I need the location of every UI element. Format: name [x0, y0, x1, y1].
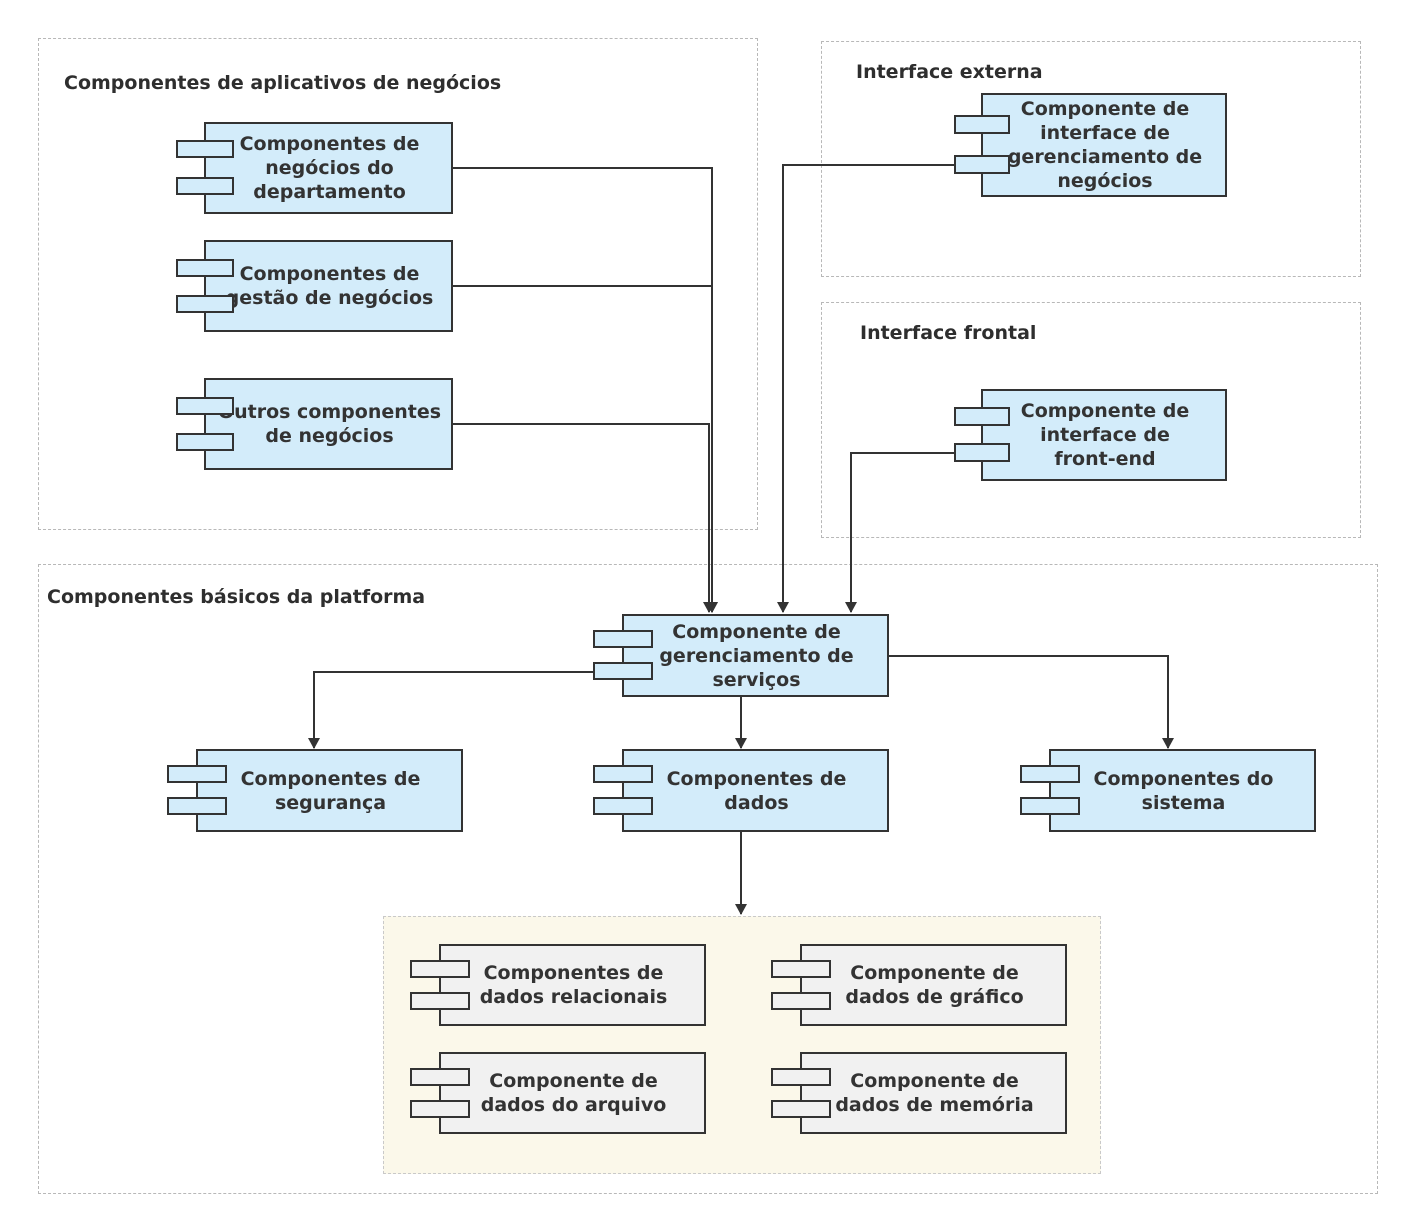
component-tab-icon	[176, 295, 234, 313]
component-business-mgmt-interface[interactable]: Componente de interface de gerenciamento…	[981, 93, 1227, 197]
group-business-apps	[38, 38, 758, 530]
component-system[interactable]: Componentes do sistema	[1049, 749, 1316, 832]
connector-dept-to-service	[452, 167, 718, 613]
component-tab-icon	[954, 443, 1010, 462]
component-tab-icon	[176, 397, 234, 415]
group-title-external-interface: Interface externa	[856, 61, 1043, 83]
component-data[interactable]: Componentes de dados	[622, 749, 889, 832]
component-memory-data-label: Componente de dados de memória	[835, 1070, 1034, 1116]
connector-other-to-service	[452, 423, 715, 613]
component-frontend-interface[interactable]: Componente de interface de front-end	[981, 389, 1227, 481]
component-tab-icon	[954, 115, 1010, 134]
component-tab-icon	[1020, 797, 1080, 815]
connector-feif-to-service	[845, 452, 956, 613]
component-business-mgmt-label: Componentes de gestão de negócios	[225, 263, 434, 309]
component-tab-icon	[954, 407, 1010, 426]
component-dept-business-label: Componentes de negócios do departamento	[239, 133, 420, 203]
component-system-label: Componentes do sistema	[1093, 767, 1274, 814]
component-tab-icon	[410, 960, 470, 978]
component-tab-icon	[1020, 765, 1080, 783]
component-business-mgmt[interactable]: Componentes de gestão de negócios	[204, 240, 453, 332]
component-tab-icon	[176, 140, 234, 158]
group-title-frontend-interface: Interface frontal	[860, 322, 1037, 344]
connector-service-to-security	[308, 671, 595, 749]
component-relational-data[interactable]: Componentes de dados relacionais	[439, 944, 706, 1026]
component-tab-icon	[410, 1068, 470, 1086]
component-tab-icon	[593, 630, 653, 648]
component-dept-business[interactable]: Componentes de negócios do departamento	[204, 122, 453, 214]
group-title-business-apps: Componentes de aplicativos de negócios	[64, 72, 502, 94]
component-data-label: Componentes de dados	[666, 767, 847, 814]
connector-service-to-system	[887, 655, 1174, 749]
component-tab-icon	[593, 662, 653, 680]
component-tab-icon	[167, 797, 227, 815]
component-file-data-label: Componente de dados do arquivo	[480, 1070, 667, 1116]
component-tab-icon	[167, 765, 227, 783]
component-tab-icon	[410, 1100, 470, 1118]
component-tab-icon	[771, 992, 831, 1010]
component-service-mgmt[interactable]: Componente de gerenciamento de serviços	[622, 614, 889, 697]
component-tab-icon	[771, 1100, 831, 1118]
component-tab-icon	[410, 992, 470, 1010]
component-graph-data[interactable]: Componente de dados de gráfico	[800, 944, 1067, 1026]
component-tab-icon	[771, 1068, 831, 1086]
component-tab-icon	[176, 177, 234, 195]
component-tab-icon	[593, 765, 653, 783]
component-tab-icon	[771, 960, 831, 978]
component-tab-icon	[593, 797, 653, 815]
component-other-business[interactable]: Outros componentes de negócios	[204, 378, 453, 470]
group-external-interface	[821, 41, 1361, 277]
component-service-mgmt-label: Componente de gerenciamento de serviços	[659, 620, 854, 691]
component-graph-data-label: Componente de dados de gráfico	[845, 962, 1024, 1008]
connector-mgmt-to-service	[452, 285, 718, 613]
component-other-business-label: Outros componentes de negócios	[217, 401, 442, 447]
component-memory-data[interactable]: Componente de dados de memória	[800, 1052, 1067, 1134]
group-frontend-interface	[821, 302, 1361, 538]
component-relational-data-label: Componentes de dados relacionais	[479, 962, 668, 1008]
component-frontend-interface-label: Componente de interface de front-end	[1020, 400, 1190, 470]
component-tab-icon	[954, 155, 1010, 174]
component-security[interactable]: Componentes de segurança	[196, 749, 463, 832]
component-business-mgmt-interface-label: Componente de interface de gerenciamento…	[1007, 98, 1203, 192]
connector-extif-to-service	[777, 164, 956, 613]
component-file-data[interactable]: Componente de dados do arquivo	[439, 1052, 706, 1134]
component-security-label: Componentes de segurança	[240, 767, 421, 814]
group-title-platform-basic: Componentes básicos da platforma	[47, 586, 426, 608]
component-tab-icon	[176, 433, 234, 451]
component-tab-icon	[176, 259, 234, 277]
